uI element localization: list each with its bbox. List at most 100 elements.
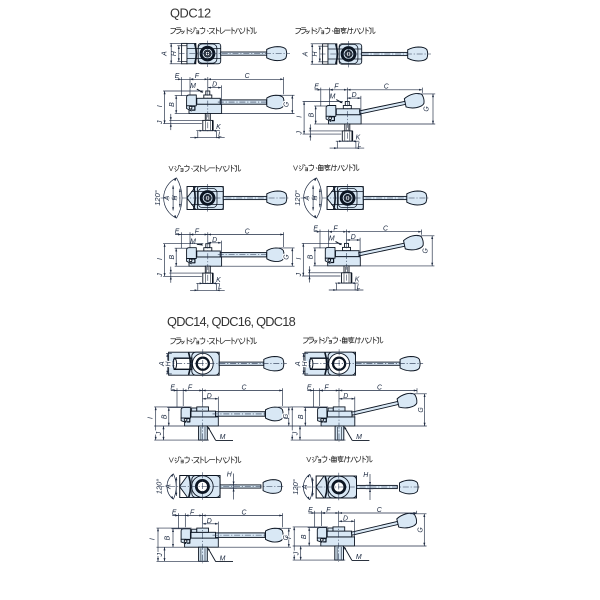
svg-text:A: A (304, 195, 311, 201)
svg-text:I: I (297, 116, 304, 118)
svg-text:E: E (308, 507, 313, 514)
svg-text:M: M (330, 94, 336, 101)
svg-text:B: B (169, 255, 176, 260)
svg-text:E: E (313, 226, 318, 233)
svg-text:E: E (175, 228, 180, 235)
svg-text:H: H (171, 51, 178, 56)
svg-text:J: J (296, 272, 303, 277)
svg-text:G: G (283, 534, 290, 540)
svg-text:120°: 120° (153, 190, 162, 206)
svg-text:G: G (283, 413, 290, 419)
svg-text:I: I (150, 538, 157, 540)
svg-text:V: V (293, 163, 299, 172)
svg-text:H: H (166, 361, 173, 366)
svg-text:QDC14, QDC16, QDC18: QDC14, QDC16, QDC18 (167, 314, 296, 329)
svg-text:I: I (147, 417, 154, 419)
svg-text:B: B (169, 102, 176, 107)
svg-text:E: E (170, 384, 175, 391)
svg-text:B: B (308, 112, 315, 117)
svg-text:F: F (188, 384, 193, 391)
svg-text:K: K (356, 135, 361, 142)
svg-text:F: F (195, 228, 200, 235)
svg-text:G: G (418, 407, 425, 413)
svg-text:G: G (284, 254, 291, 260)
svg-text:M: M (329, 236, 335, 243)
svg-text:A: A (295, 361, 302, 367)
svg-text:C: C (242, 384, 248, 391)
svg-text:E: E (172, 509, 177, 516)
svg-text:A: A (302, 484, 309, 490)
svg-text:F: F (326, 507, 331, 514)
svg-text:H: H (363, 472, 368, 479)
svg-text:B: B (301, 534, 308, 539)
svg-text:A: A (303, 51, 310, 57)
svg-text:M: M (220, 434, 226, 441)
svg-text:H: H (227, 472, 232, 479)
svg-text:D: D (343, 515, 348, 522)
svg-text:H: H (312, 51, 319, 56)
svg-text:J: J (293, 431, 300, 436)
svg-text:M: M (190, 83, 196, 90)
svg-text:V: V (306, 455, 312, 464)
svg-text:D: D (343, 393, 348, 400)
svg-text:I: I (157, 258, 164, 260)
svg-text:F: F (333, 226, 338, 233)
svg-text:M: M (190, 238, 196, 245)
svg-text:D: D (351, 234, 356, 241)
svg-text:D: D (352, 92, 357, 99)
svg-text:L: L (218, 284, 222, 291)
svg-text:C: C (377, 384, 383, 391)
svg-text:A: A (162, 51, 169, 57)
svg-text:K: K (216, 277, 221, 284)
svg-text:K: K (216, 124, 221, 131)
svg-text:H: H (302, 361, 309, 366)
svg-text:E: E (175, 73, 180, 80)
svg-text:B: B (165, 535, 172, 540)
svg-text:J: J (157, 273, 164, 278)
svg-text:J: J (156, 431, 163, 436)
svg-text:I: I (284, 417, 291, 419)
svg-text:F: F (195, 73, 200, 80)
svg-text:G: G (423, 248, 430, 254)
svg-text:D: D (212, 82, 217, 89)
svg-text:M: M (220, 555, 226, 562)
svg-text:J: J (157, 120, 164, 125)
svg-text:L: L (358, 142, 362, 149)
svg-text:A: A (166, 484, 173, 490)
svg-text:B: B (298, 414, 305, 419)
svg-text:QDC12: QDC12 (170, 5, 211, 20)
svg-text:G: G (424, 106, 431, 112)
svg-text:D: D (207, 518, 212, 525)
svg-text:C: C (384, 84, 390, 91)
svg-text:D: D (207, 393, 212, 400)
svg-text:M: M (356, 434, 362, 441)
svg-text:J: J (157, 552, 164, 557)
svg-text:B: B (161, 414, 168, 419)
svg-text:I: I (157, 105, 164, 107)
svg-text:C: C (383, 226, 389, 233)
svg-text:G: G (284, 101, 291, 107)
svg-text:F: F (190, 509, 195, 516)
svg-text:L: L (218, 132, 222, 139)
svg-text:C: C (242, 509, 248, 516)
svg-text:L: L (357, 284, 361, 291)
svg-text:K: K (355, 277, 360, 284)
svg-text:D: D (212, 237, 217, 244)
svg-text:G: G (418, 527, 425, 533)
svg-text:E: E (314, 84, 319, 91)
svg-text:V: V (169, 456, 175, 465)
svg-text:F: F (334, 84, 339, 91)
svg-text:F: F (324, 384, 329, 391)
svg-text:J: J (297, 131, 304, 136)
svg-text:I: I (286, 537, 293, 539)
svg-text:E: E (307, 384, 312, 391)
svg-text:C: C (245, 228, 251, 235)
svg-text:M: M (356, 554, 362, 561)
svg-text:A: A (164, 195, 171, 201)
svg-text:A: A (159, 361, 166, 367)
svg-text:C: C (377, 507, 383, 514)
svg-text:120°: 120° (293, 190, 302, 206)
svg-text:V: V (169, 164, 175, 173)
svg-text:C: C (245, 73, 251, 80)
svg-text:I: I (296, 258, 303, 260)
